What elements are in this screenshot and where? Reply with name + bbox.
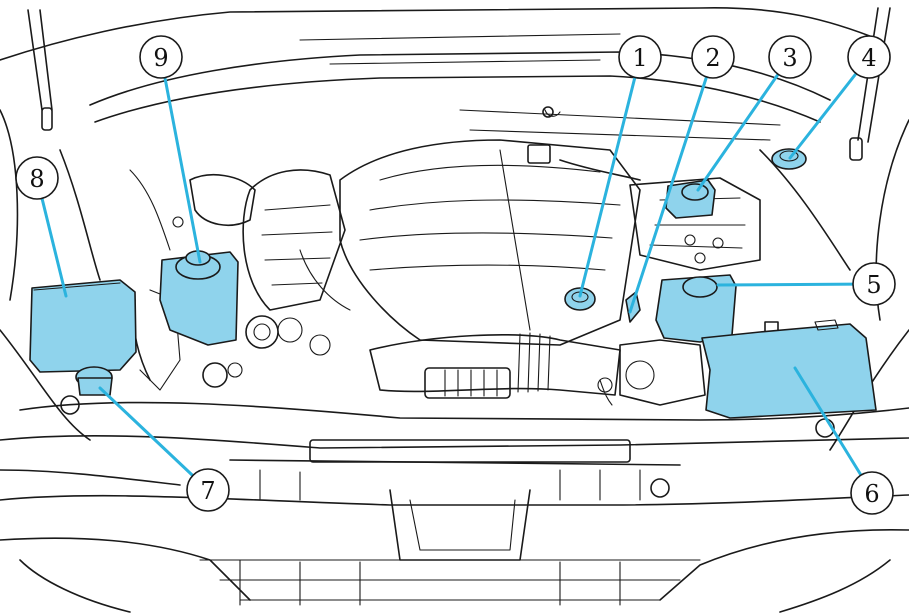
callout-circle-7 [186, 468, 230, 512]
leader-line-3 [696, 55, 792, 192]
callout-label-1: 1 [632, 44, 647, 72]
part-8-box [29, 279, 137, 373]
part-6-airbox [701, 323, 877, 419]
callout-label-9: 9 [153, 44, 168, 72]
callout-8: 8 [15, 156, 59, 200]
callout-circle-5 [852, 262, 896, 306]
leader-lines [35, 55, 876, 495]
callout-label-7: 7 [200, 477, 215, 505]
callout-label-3: 3 [782, 44, 797, 72]
callout-circle-3 [768, 35, 812, 79]
callout-circle-8 [15, 156, 59, 200]
part-9-reservoir [159, 251, 239, 346]
callout-label-8: 8 [29, 165, 44, 193]
leader-line-5 [716, 282, 876, 287]
callout-circle-6 [850, 471, 894, 515]
leader-line-7 [98, 386, 210, 492]
callout-circle-4 [847, 35, 891, 79]
part-7-neck [77, 377, 113, 396]
callout-label-2: 2 [705, 44, 720, 72]
callout-6: 6 [850, 471, 894, 515]
part-5-cap [682, 276, 718, 298]
part-1-cap [564, 287, 596, 311]
callout-label-6: 6 [864, 480, 879, 508]
callout-label-4: 4 [861, 44, 876, 72]
callout-circle-2 [691, 35, 735, 79]
highlighted-parts [29, 148, 877, 419]
callout-1: 1 [618, 35, 662, 79]
callout-7: 7 [186, 468, 230, 512]
leader-line-9 [159, 55, 202, 264]
part-3-cap [681, 183, 709, 201]
leader-line-6 [793, 366, 874, 495]
leader-line-2 [628, 55, 715, 314]
callout-2: 2 [691, 35, 735, 79]
callout-3: 3 [768, 35, 812, 79]
callout-circle-1 [618, 35, 662, 79]
callout-9: 9 [139, 35, 183, 79]
callout-circle-9 [139, 35, 183, 79]
callout-5: 5 [852, 262, 896, 306]
callouts: 1 2 3 4 5 6 7 8 [15, 35, 896, 515]
leader-line-1 [578, 55, 642, 298]
callout-4: 4 [847, 35, 891, 79]
engine-bay-lineart [0, 7, 909, 613]
callout-label-5: 5 [866, 271, 881, 299]
